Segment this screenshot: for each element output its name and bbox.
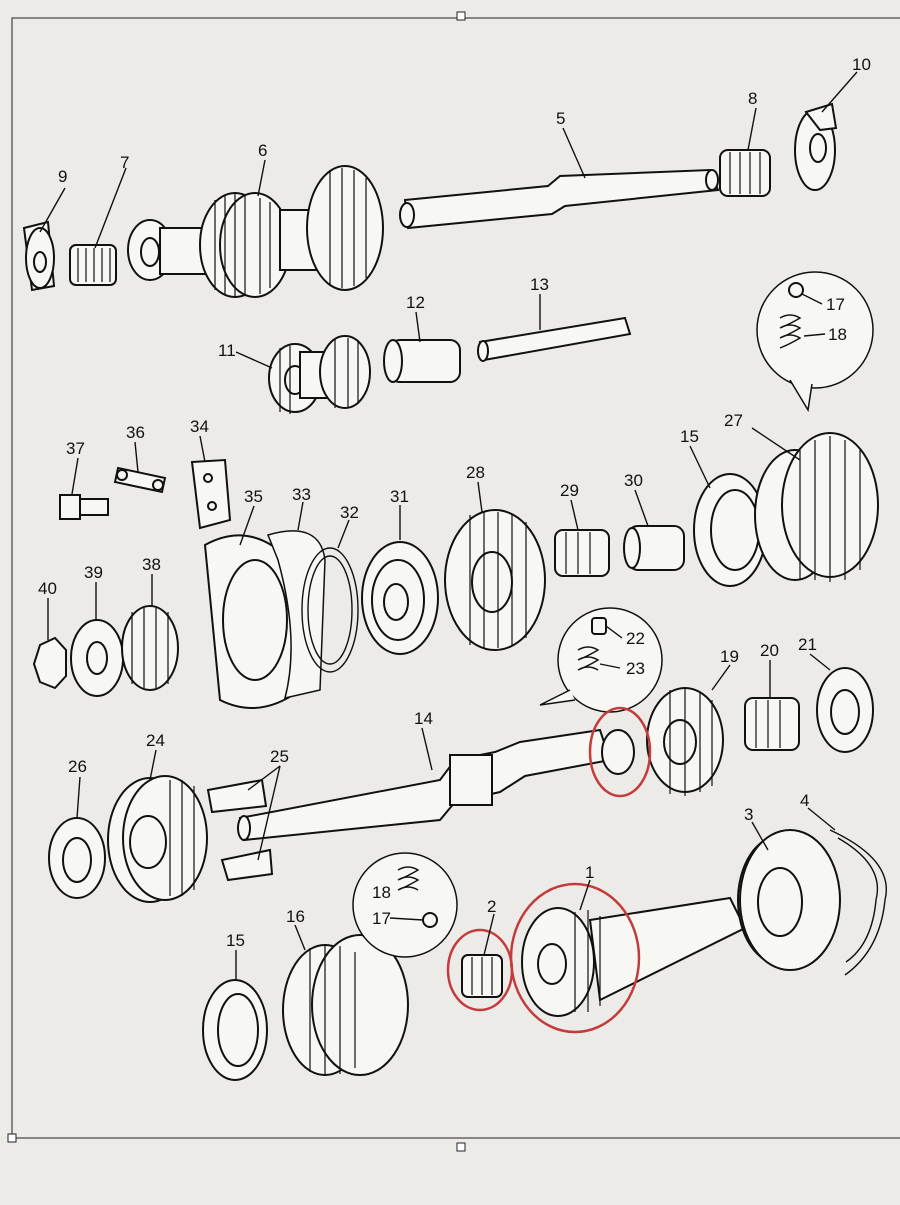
detail-balloon-17-18-top — [756, 271, 874, 413]
part-16-synchro-hub — [282, 934, 409, 1076]
part-21-ring — [816, 667, 874, 753]
callout-1: 1 — [585, 863, 594, 882]
callout-9: 9 — [58, 167, 67, 186]
part-1-input-shaft — [521, 896, 747, 1017]
callout-15-bottom: 15 — [226, 931, 245, 950]
part-39-washer — [70, 619, 124, 697]
callout-30: 30 — [624, 471, 643, 490]
callout-29: 29 — [560, 481, 579, 500]
callout-23: 23 — [626, 659, 645, 678]
part-25-half-bearing-lower — [220, 848, 274, 882]
callout-37: 37 — [66, 439, 85, 458]
callout-3: 3 — [744, 805, 753, 824]
callout-21: 21 — [798, 635, 817, 654]
resize-handle-top[interactable] — [456, 11, 466, 21]
callout-36: 36 — [126, 423, 145, 442]
callout-31: 31 — [390, 487, 409, 506]
part-40-nut — [32, 636, 67, 690]
part-34-plate — [190, 458, 232, 530]
part-14-mainshaft — [237, 728, 635, 842]
callout-34: 34 — [190, 417, 209, 436]
callout-17-top: 17 — [826, 295, 845, 314]
part-32-circlip — [301, 547, 359, 673]
part-2-needle-bearing — [461, 954, 503, 998]
callout-28: 28 — [466, 463, 485, 482]
callout-38: 38 — [142, 555, 161, 574]
callout-22: 22 — [626, 629, 645, 648]
part-27-synchro-hub — [754, 432, 879, 582]
part-31-ball-bearing — [361, 541, 439, 655]
highlight-part-1 — [509, 882, 641, 1034]
callout-4: 4 — [800, 791, 809, 810]
callout-39: 39 — [84, 563, 103, 582]
callout-labels: 9 7 6 5 8 10 11 12 13 17 18 37 36 34 35 … — [38, 55, 871, 950]
part-4-circlip — [829, 829, 887, 976]
callout-10: 10 — [852, 55, 871, 74]
callout-27: 27 — [724, 411, 743, 430]
part-5-layshaft — [399, 168, 720, 230]
callout-35: 35 — [244, 487, 263, 506]
callout-15-top: 15 — [680, 427, 699, 446]
part-25-half-bearing-upper — [206, 778, 268, 814]
resize-handle-bottom-left[interactable] — [7, 1133, 17, 1143]
part-35-bearing-housing — [203, 534, 302, 709]
callout-14: 14 — [414, 709, 433, 728]
callout-16: 16 — [286, 907, 305, 926]
callout-18-top: 18 — [828, 325, 847, 344]
callout-6: 6 — [258, 141, 267, 160]
part-20-needle-bearing — [744, 697, 800, 751]
callout-40: 40 — [38, 579, 57, 598]
part-24-gear — [107, 775, 208, 903]
callout-13: 13 — [530, 275, 549, 294]
leader-lines — [39, 71, 858, 980]
part-3-ball-bearing — [737, 829, 841, 971]
part-6-layshaft-cluster — [127, 165, 384, 298]
part-12-bush — [383, 339, 461, 383]
callout-32: 32 — [340, 503, 359, 522]
callout-8: 8 — [748, 89, 757, 108]
part-9-thrust-washer — [22, 220, 56, 292]
part-30-spacer — [623, 525, 685, 571]
highlight-mainshaft-pilot — [588, 706, 652, 798]
part-7-needle-bearing — [69, 244, 117, 286]
callout-2: 2 — [487, 897, 496, 916]
part-8-needle-bearing — [719, 149, 771, 197]
part-28-gear — [444, 509, 546, 651]
callout-33: 33 — [292, 485, 311, 504]
callout-12: 12 — [406, 293, 425, 312]
part-19-gear — [646, 687, 724, 796]
part-15-synchro-ring-bottom — [202, 979, 268, 1081]
callout-25: 25 — [270, 747, 289, 766]
callout-19: 19 — [720, 647, 739, 666]
callout-18-bottom: 18 — [372, 883, 391, 902]
resize-handle-bottom[interactable] — [456, 1142, 466, 1152]
part-10-thrust-washer — [794, 102, 838, 191]
callout-7: 7 — [120, 153, 129, 172]
part-29-needle-bearing — [554, 529, 610, 577]
part-37-bolt — [59, 494, 109, 520]
detail-balloon-22-23 — [539, 607, 663, 713]
part-11-reverse-idler-gear — [268, 335, 371, 414]
detail-balloon-17-18-bottom — [352, 852, 458, 958]
callout-17-bottom: 17 — [372, 909, 391, 928]
callout-11: 11 — [218, 341, 236, 360]
part-26-ring — [48, 817, 106, 899]
part-13-reverse-shaft — [477, 316, 632, 362]
callout-20: 20 — [760, 641, 779, 660]
part-36-lock-tab — [113, 466, 167, 494]
part-38-drive-gear — [121, 605, 179, 691]
callout-24: 24 — [146, 731, 165, 750]
callout-26: 26 — [68, 757, 87, 776]
callout-5: 5 — [556, 109, 565, 128]
